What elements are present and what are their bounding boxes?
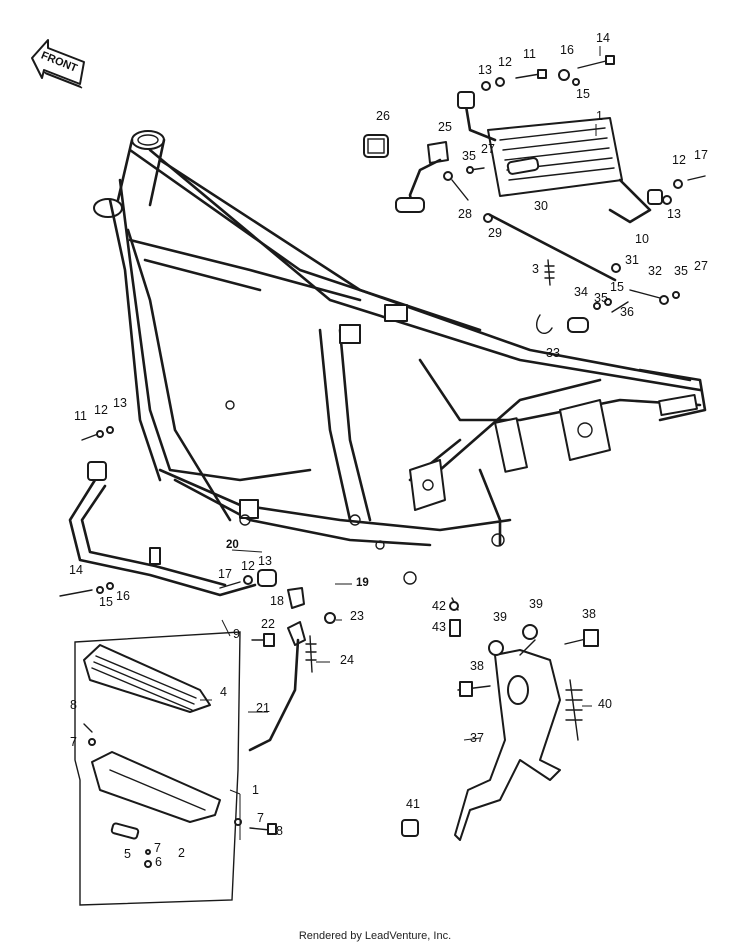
callout-c33: 33 (546, 346, 560, 360)
callout-c12b: 12 (672, 153, 686, 167)
callout-c19: 19 (356, 577, 369, 589)
callout-c22: 22 (261, 617, 275, 631)
callout-c39a: 39 (493, 610, 507, 624)
callout-c14b: 14 (69, 563, 83, 577)
callout-c35b: 35 (674, 264, 688, 278)
callout-c3: 3 (532, 262, 539, 276)
center-stand (401, 597, 599, 841)
callout-c12a: 12 (498, 55, 512, 69)
callout-c37: 37 (470, 731, 484, 745)
callout-c17b: 17 (218, 567, 232, 581)
callout-c29: 29 (488, 226, 502, 240)
inset-front-footrest (74, 631, 277, 906)
callout-c24: 24 (340, 653, 354, 667)
callout-c20: 20 (226, 539, 239, 551)
callout-c32: 32 (648, 264, 662, 278)
callout-c11a: 11 (523, 47, 536, 61)
callout-c15a: 15 (576, 87, 590, 101)
callout-c28: 28 (458, 207, 472, 221)
callout-c42: 42 (432, 599, 446, 613)
callout-c26: 26 (376, 109, 390, 123)
callout-c13a: 13 (478, 63, 492, 77)
leader-lines (200, 46, 601, 840)
brake-rod (488, 213, 680, 334)
callout-c12c: 12 (94, 403, 108, 417)
callout-c2: 2 (178, 846, 185, 860)
callout-c16b: 16 (116, 589, 130, 603)
callout-c14a: 14 (596, 31, 610, 45)
callout-c11b: 11 (74, 409, 87, 423)
callout-c13c: 13 (113, 396, 127, 410)
callout-c5: 5 (124, 847, 131, 861)
callout-c16a: 16 (560, 43, 574, 57)
callout-c27a: 27 (481, 142, 495, 156)
callout-c39b: 39 (529, 597, 543, 611)
callout-c6: 6 (155, 855, 162, 869)
callout-c10: 10 (635, 232, 649, 246)
callout-c27b: 27 (694, 259, 708, 273)
callout-c35c: 35 (594, 291, 608, 305)
side-stand (248, 621, 317, 752)
callout-c38b: 38 (470, 659, 484, 673)
callout-c4: 4 (220, 685, 227, 699)
callout-c18: 18 (270, 594, 284, 608)
callout-c15c: 15 (99, 595, 113, 609)
callout-c34: 34 (574, 285, 588, 299)
callout-c15b: 15 (610, 280, 624, 294)
callout-c36: 36 (620, 305, 634, 319)
footer-credit: Rendered by LeadVenture, Inc. (298, 930, 452, 942)
callout-c35a: 35 (462, 149, 476, 163)
callout-c12d: 12 (241, 559, 255, 573)
callout-c7b: 7 (257, 811, 264, 825)
callout-c21: 21 (256, 701, 270, 715)
callout-c13d: 13 (258, 554, 272, 568)
callout-c38a: 38 (582, 607, 596, 621)
callout-c41: 41 (406, 797, 420, 811)
callout-c40: 40 (598, 697, 612, 711)
main-frame (93, 130, 707, 585)
brake-pedal-upper (363, 134, 493, 223)
callout-c31: 31 (625, 253, 639, 267)
callout-c7a: 7 (70, 735, 77, 749)
callout-c30: 30 (534, 199, 548, 213)
callout-c25: 25 (438, 120, 452, 134)
front-footrest-bar (59, 426, 336, 647)
callout-c43: 43 (432, 620, 446, 634)
rear-footrest-assembly (457, 55, 706, 224)
callout-c23: 23 (350, 609, 364, 623)
callout-c9: 9 (233, 627, 240, 641)
callout-c17a: 17 (694, 148, 708, 162)
callout-c7c: 7 (154, 841, 161, 855)
callout-c8a: 8 (70, 698, 77, 712)
callout-c13b: 13 (667, 207, 681, 221)
front-arrow-icon: FRONT (31, 39, 85, 89)
callout-c8b: 8 (276, 824, 283, 838)
callout-c1b: 1 (252, 783, 259, 797)
callout-c1a: 1 (596, 109, 603, 123)
